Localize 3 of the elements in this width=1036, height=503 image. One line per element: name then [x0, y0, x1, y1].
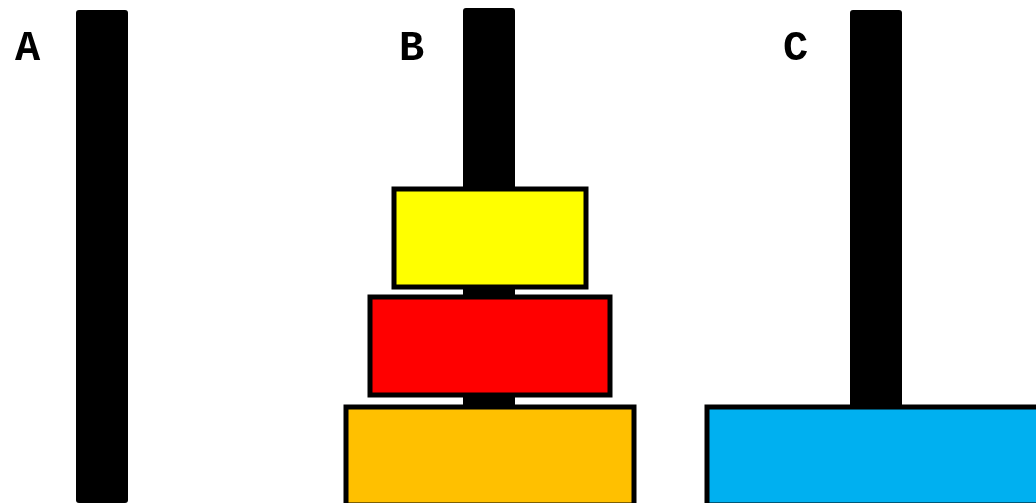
- peg-label: B: [399, 28, 425, 70]
- peg-label: C: [783, 28, 809, 70]
- peg-label: A: [15, 28, 41, 70]
